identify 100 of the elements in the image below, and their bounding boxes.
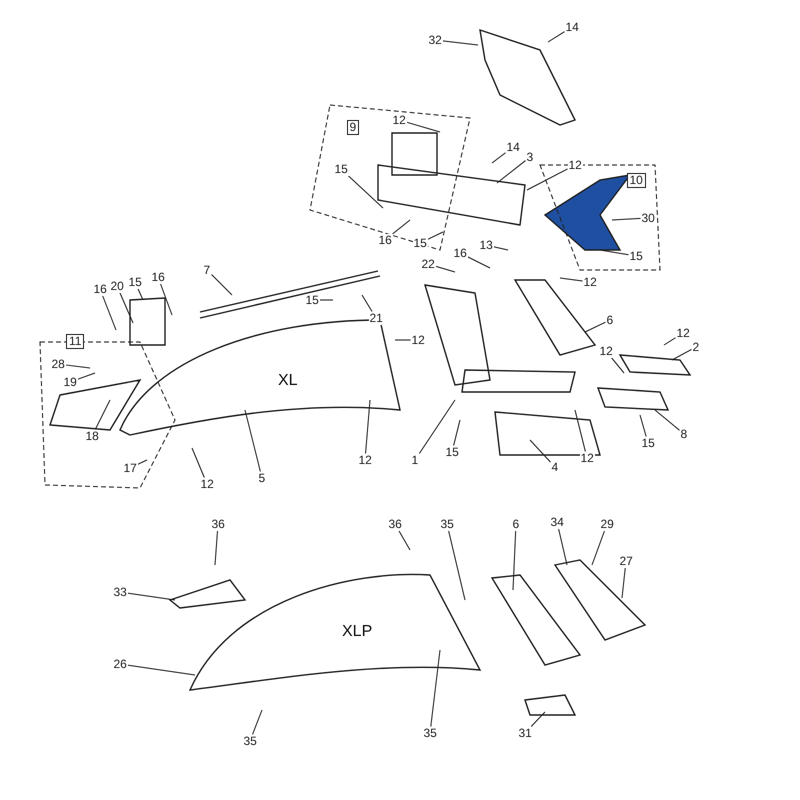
leader-line	[252, 710, 262, 735]
leader-line	[600, 250, 629, 256]
leader-line	[430, 650, 440, 727]
callout-number: 36	[388, 518, 403, 530]
callout-number: 32	[428, 34, 443, 46]
leader-line	[348, 175, 384, 208]
leader-line	[530, 712, 546, 727]
leader-line	[362, 294, 373, 312]
leader-line	[560, 278, 583, 282]
callout-number: 12	[568, 158, 583, 172]
leader-line	[94, 400, 110, 430]
leader-line	[672, 348, 692, 360]
leader-line	[418, 400, 456, 454]
callout-number: 12	[580, 452, 595, 464]
leader-line	[654, 410, 680, 431]
leader-line	[127, 664, 196, 676]
callout-number: 20	[110, 280, 125, 292]
model-label: XL	[278, 372, 298, 390]
model-label: XLP	[342, 623, 372, 641]
leader-line	[592, 530, 606, 566]
callout-number: 12	[200, 478, 215, 490]
callout-number: 28	[50, 358, 66, 370]
leader-line	[119, 292, 134, 324]
leader-line	[211, 274, 232, 296]
callout-number: 15	[640, 436, 656, 450]
callout-number: 15	[412, 236, 428, 250]
callout-number: 35	[242, 734, 258, 748]
callout-number: 30	[640, 212, 656, 224]
callout-number: 15	[334, 162, 349, 176]
leader-line	[492, 152, 506, 164]
callout-number: 12	[676, 326, 691, 340]
boxed-callout-number: 11	[66, 334, 84, 348]
callout-number: 19	[62, 376, 78, 388]
leader-line	[640, 414, 647, 437]
leader-line	[435, 266, 456, 272]
callout-number: 12	[358, 454, 373, 466]
callout-number: 31	[518, 726, 533, 740]
leader-line	[127, 592, 176, 600]
leader-line	[244, 410, 261, 472]
callout-number: 12	[598, 344, 614, 358]
callout-number: 1	[410, 454, 420, 466]
leader-line	[526, 168, 568, 190]
leader-line	[406, 122, 440, 132]
callout-number: 22	[420, 258, 436, 270]
leader-line	[493, 246, 508, 250]
callout-number: 15	[304, 294, 320, 306]
callout-number: 4	[550, 460, 560, 474]
leader-line	[392, 220, 410, 234]
callout-number: 8	[680, 428, 688, 440]
callout-number: 14	[564, 20, 580, 34]
leader-line	[448, 530, 466, 600]
callout-number: 2	[692, 340, 700, 354]
leader-line	[512, 530, 516, 590]
callout-number: 27	[618, 554, 634, 568]
callout-number: 7	[202, 264, 212, 276]
callout-number: 6	[512, 518, 520, 530]
leader-line	[365, 400, 370, 454]
callout-number: 3	[526, 150, 534, 164]
leader-line	[530, 440, 551, 463]
callout-number: 5	[258, 472, 266, 484]
leader-line	[558, 528, 568, 566]
leader-line	[214, 530, 218, 566]
leader-line	[102, 295, 116, 330]
boxed-callout-number: 9	[346, 120, 360, 134]
leader-line	[610, 357, 624, 374]
leader-line	[584, 322, 606, 332]
leader-line	[664, 337, 676, 346]
callout-number: 29	[600, 518, 615, 530]
leader-line	[427, 232, 444, 240]
callout-number: 35	[422, 726, 438, 740]
callout-number: 12	[392, 114, 407, 126]
leader-line	[192, 448, 205, 478]
callout-number: 33	[112, 586, 128, 598]
leader-line	[137, 460, 148, 465]
leader-line	[160, 283, 172, 316]
callout-number: 6	[606, 314, 614, 326]
leader-line	[612, 218, 641, 220]
callout-number: 14	[506, 140, 521, 154]
callout-number: 16	[378, 234, 393, 246]
leader-line	[574, 410, 586, 452]
boxed-callout-number: 10	[626, 172, 646, 188]
leader-line	[548, 31, 565, 42]
callout-number: 18	[84, 430, 100, 442]
callout-number: 13	[478, 238, 494, 252]
leader-line	[65, 364, 90, 368]
leader-line	[77, 372, 96, 380]
leader-line	[137, 288, 144, 300]
callout-number: 16	[452, 246, 468, 260]
leader-line	[442, 40, 478, 46]
callout-number: 36	[210, 518, 226, 530]
callout-number: 12	[582, 276, 598, 288]
callout-number: 26	[112, 658, 128, 670]
leader-line	[398, 530, 410, 550]
callout-number: 16	[92, 282, 108, 296]
callout-number: 16	[150, 270, 166, 284]
callout-number: 21	[368, 312, 384, 324]
callout-number: 35	[440, 518, 455, 530]
callout-number: 12	[410, 334, 426, 346]
leader-line	[467, 256, 490, 268]
leader-line	[622, 567, 626, 598]
